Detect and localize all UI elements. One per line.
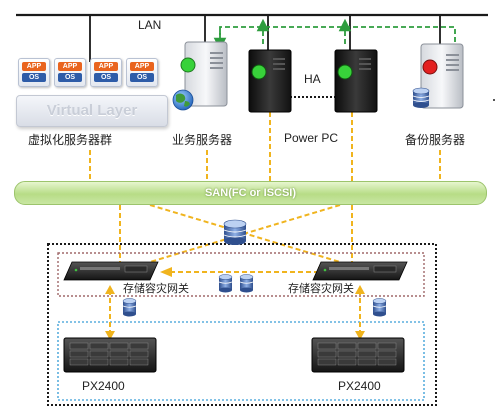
storage-zone bbox=[57, 321, 425, 401]
app-chip: APP bbox=[130, 62, 154, 71]
os-chip: OS bbox=[58, 73, 82, 82]
gateway-left-label: 存储容灾网关 bbox=[123, 283, 189, 295]
power-pc-label: Power PC bbox=[284, 131, 339, 145]
san-database-icon bbox=[223, 219, 247, 245]
backup-server-label: 备份服务器 bbox=[405, 133, 466, 147]
ha-label: HA bbox=[304, 72, 321, 86]
os-chip: OS bbox=[94, 73, 118, 82]
edge-mark bbox=[493, 99, 495, 101]
replication-path bbox=[219, 26, 456, 58]
globe-icon bbox=[172, 89, 194, 111]
business-server-label: 业务服务器 bbox=[172, 133, 233, 147]
gateway-storage-arrow-right-up bbox=[355, 285, 365, 294]
backup-server-icon bbox=[420, 43, 464, 109]
power-pc-server-1 bbox=[248, 49, 292, 113]
virtual-layer-label: Virtual Layer bbox=[46, 102, 138, 119]
business-server-icon bbox=[180, 41, 228, 107]
right-storage-database-icon bbox=[372, 298, 387, 317]
vm-cluster-label: 虚拟化服务器群 bbox=[28, 133, 113, 147]
sync-database-icon-1 bbox=[218, 274, 233, 293]
gateway-zone bbox=[57, 252, 425, 297]
os-chip: OS bbox=[130, 73, 154, 82]
vm-card-1: APP OS bbox=[18, 58, 50, 87]
gateway-left-icon bbox=[63, 261, 159, 281]
lan-label: LAN bbox=[138, 18, 162, 32]
power-pc-server-2 bbox=[334, 49, 378, 113]
san-bar: SAN(FC or ISCSI) bbox=[14, 181, 487, 205]
vm-card-2: APP OS bbox=[54, 58, 86, 87]
gateway-storage-arrow-left-down bbox=[105, 331, 115, 340]
gateway-storage-arrow-left-up bbox=[105, 285, 115, 294]
vm-card-4: APP OS bbox=[126, 58, 158, 87]
gateway-sync-arrow-left bbox=[160, 267, 172, 277]
vm-card-3: APP OS bbox=[90, 58, 122, 87]
app-chip: APP bbox=[22, 62, 46, 71]
gateway-right-label: 存储容灾网关 bbox=[288, 283, 354, 295]
storage-right-icon bbox=[311, 337, 405, 373]
left-storage-database-icon bbox=[122, 298, 137, 317]
storage-right-label: PX2400 bbox=[338, 379, 381, 393]
storage-left-label: PX2400 bbox=[82, 379, 125, 393]
san-label: SAN(FC or ISCSI) bbox=[204, 187, 297, 199]
sync-database-icon-2 bbox=[239, 274, 254, 293]
backup-database-icon bbox=[412, 87, 430, 108]
storage-left-icon bbox=[63, 337, 157, 373]
gateway-right-icon bbox=[312, 261, 408, 281]
app-chip: APP bbox=[94, 62, 118, 71]
app-chip: APP bbox=[58, 62, 82, 71]
gateway-storage-arrow-right-down bbox=[355, 331, 365, 340]
virtual-layer-box: Virtual Layer bbox=[16, 95, 168, 127]
os-chip: OS bbox=[22, 73, 46, 82]
